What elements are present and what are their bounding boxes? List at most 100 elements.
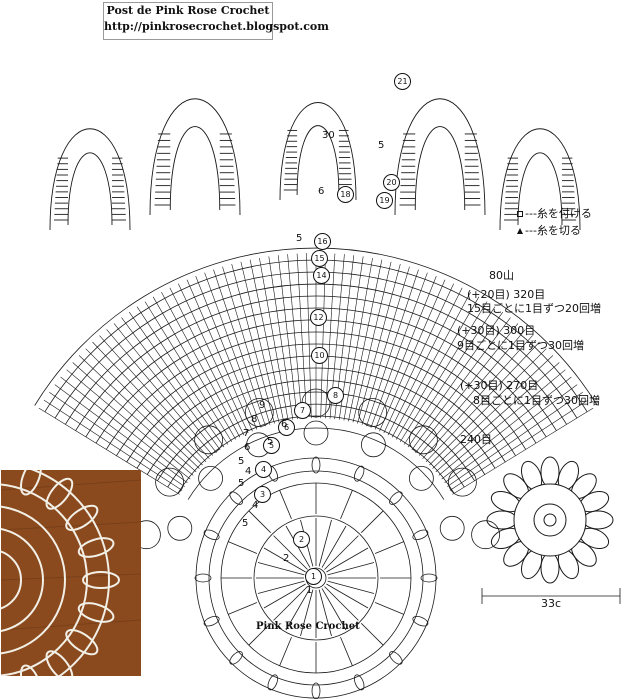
legend-cut-text: 糸を切る (536, 224, 581, 237)
stitch-spoke (195, 275, 258, 430)
center-spoke (273, 586, 308, 621)
bobble (389, 491, 403, 505)
round-arc (34, 247, 598, 406)
row-note-270a: (+30目) 270目 (460, 379, 539, 392)
bobble (203, 529, 220, 540)
stitch-spoke (449, 399, 589, 491)
scallop-loop (194, 425, 224, 455)
legend-attach: ---糸を付ける (517, 207, 592, 220)
stitch-spoke (348, 259, 383, 422)
row-number-2: 2 (283, 553, 290, 564)
ring-spoke (374, 602, 404, 615)
round-number-7: 7 (294, 402, 311, 419)
stitch-spoke (144, 301, 233, 443)
stitch-spoke (343, 257, 373, 421)
stitch-spoke (121, 317, 221, 450)
credit-url[interactable]: http://pinkrosecrochet.blogspot.com (104, 20, 329, 33)
stitch-spoke (113, 323, 217, 453)
mini-doily-schematic (486, 456, 614, 584)
legend-attach-text: 糸を付ける (536, 207, 592, 220)
scallop-edging (131, 388, 501, 550)
stitch-spoke (325, 253, 336, 419)
pineapple-inner (414, 126, 466, 211)
center-spoke (273, 535, 308, 570)
stitch-spoke (60, 376, 191, 480)
photo-lace-petal (20, 664, 42, 676)
ring-spoke (340, 490, 353, 520)
center-spoke (324, 535, 359, 570)
stitch-spoke (366, 269, 419, 427)
photo-lace-ring (1, 483, 88, 676)
bobble (229, 651, 243, 665)
stitch-spoke (425, 341, 540, 463)
mini-petal (540, 552, 560, 584)
center-spoke (257, 580, 305, 594)
pineapple-outer (49, 128, 131, 231)
round-number-14: 14 (313, 267, 330, 284)
mini-ring-outer (513, 483, 587, 557)
center-spoke (327, 562, 375, 576)
ring-2 (253, 515, 379, 641)
stitch-spoke (66, 369, 194, 476)
round-number-6: 6 (278, 419, 295, 436)
stitch-spokes (38, 253, 594, 495)
pineapple-inner (169, 126, 221, 211)
row-number-4: 4 (245, 466, 252, 477)
stitch-spoke (361, 266, 410, 425)
stitch-spoke (161, 291, 241, 438)
stitch-spoke (452, 407, 594, 495)
photo-lace-petal (77, 602, 115, 623)
bobble (412, 529, 429, 540)
row-number-5d: 5 (238, 478, 245, 489)
row-note-240: 240目 (460, 433, 492, 446)
stitch-spoke (186, 279, 253, 432)
photo-lace-ring (1, 505, 66, 655)
round-number-3: 3 (254, 486, 271, 503)
cut-triangle-icon (517, 228, 523, 234)
stitch-spoke (407, 311, 504, 448)
stitch-spoke (249, 259, 284, 422)
stitch-spoke (374, 275, 437, 430)
pineapple-outer (394, 98, 486, 216)
bobble (354, 465, 365, 482)
watermark: Pink Rose Crochet (256, 621, 360, 632)
bobble (389, 651, 403, 665)
stitch-spoke (178, 283, 249, 434)
mini-petal (540, 456, 560, 488)
mini-ring-center (543, 513, 557, 527)
ring-spoke (361, 510, 384, 533)
stitch-spoke (92, 341, 207, 463)
stitch-spoke (231, 264, 275, 424)
photo-lace-ring (1, 527, 44, 633)
stitch-spoke (204, 272, 262, 428)
center-spoke (263, 583, 306, 609)
center-spoke (318, 589, 332, 637)
legend-cut: ---糸を切る (517, 224, 581, 237)
row-number-30: 30 (322, 130, 335, 141)
center-spoke (327, 580, 375, 594)
outer-ring (195, 457, 437, 699)
round-number-15: 15 (311, 250, 328, 267)
stitch-spoke (106, 329, 214, 456)
mini-petal (486, 510, 518, 530)
stitch-spoke (136, 306, 229, 445)
scallop-loop-inner (198, 465, 224, 491)
stitch-spoke (352, 261, 392, 423)
credit-title: Post de Pink Rose Crochet (106, 4, 270, 17)
bobble (311, 456, 321, 474)
stitch-spoke (128, 311, 225, 448)
round-number-1: 1 (305, 568, 322, 585)
stitch-spoke (411, 317, 511, 450)
stitch-spoke (399, 301, 488, 443)
stitch-spoke (85, 348, 203, 466)
round-number-10: 10 (311, 347, 328, 364)
stitch-spoke (379, 279, 446, 432)
center-spoke (300, 589, 314, 637)
ring-spoke (228, 541, 258, 554)
bobble (229, 491, 243, 505)
stitch-spoke (422, 335, 533, 459)
mini-petal (582, 510, 614, 530)
row-number-7: 7 (243, 428, 250, 439)
center-spoke (321, 588, 347, 631)
